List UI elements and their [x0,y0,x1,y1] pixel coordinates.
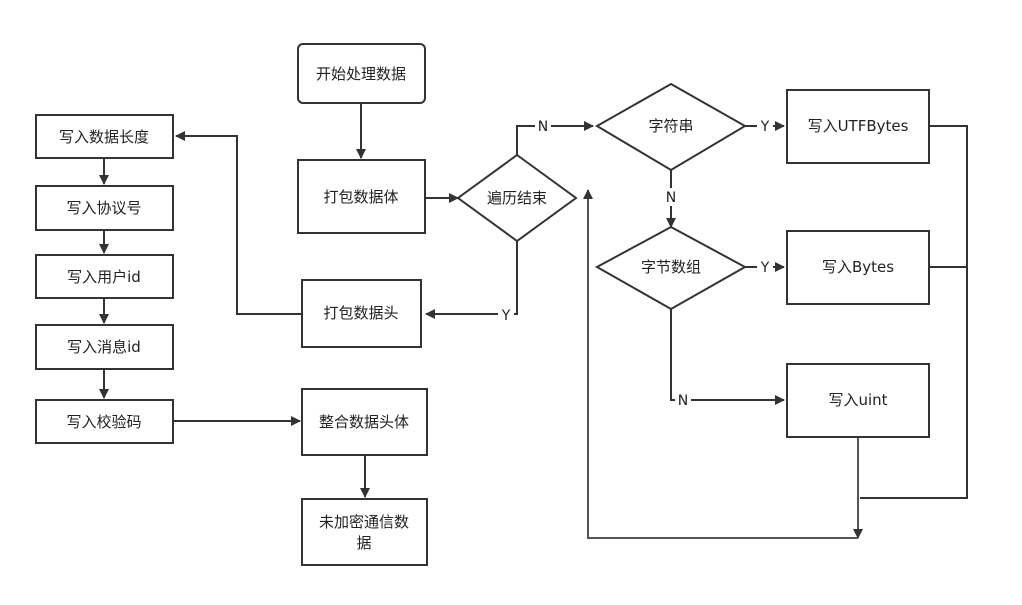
node-output: 未加密通信数 据 [301,498,428,566]
node-is-string: 字符串 [595,82,747,172]
svg-text:写入用户id: 写入用户id [67,268,141,286]
svg-text:字符串: 字符串 [648,117,693,135]
label-string-yes: Y [760,119,770,135]
node-pack-body: 打包数据体 [297,159,426,234]
edge-write-utf-to-merge [860,125,968,499]
svg-text:打包数据头: 打包数据头 [323,304,398,322]
node-loop-end: 遍历结束 [456,153,578,243]
node-write-uint: 写入uint [786,363,930,438]
svg-text:写入消息id: 写入消息id [67,338,141,356]
svg-text:写入uint: 写入uint [828,391,887,409]
label-bytes-yes: Y [760,260,770,276]
nodes: 开始处理数据 打包数据体 遍历结束 打包数据头 字符串 字节数组 [35,43,930,566]
node-pack-head: 打包数据头 [301,279,422,348]
svg-text:开始处理数据: 开始处理数据 [316,65,406,83]
edge-bytes-to-write-uint [670,309,785,405]
svg-text:写入Bytes: 写入Bytes [822,258,894,276]
node-write-utf: 写入UTFBytes [786,89,930,164]
svg-text:写入协议号: 写入协议号 [66,199,141,217]
node-write-uid: 写入用户id [35,254,174,299]
node-merge: 整合数据头体 [301,388,428,456]
label-string-no: N [666,190,676,206]
node-write-proto: 写入协议号 [35,185,174,231]
node-write-bytes: 写入Bytes [786,230,930,305]
node-start: 开始处理数据 [297,43,426,104]
svg-text:字节数组: 字节数组 [641,258,701,276]
edge-labels: N Y Y N Y N [498,117,773,409]
svg-text:遍历结束: 遍历结束 [487,189,547,207]
edge-return-to-loop [583,189,858,539]
node-write-msgid: 写入消息id [35,324,174,370]
svg-text:写入UTFBytes: 写入UTFBytes [808,117,909,135]
node-is-bytes: 字节数组 [594,225,748,311]
label-loop-no: N [538,119,548,135]
edge-loop-to-pack-head [425,241,518,319]
label-loop-yes: Y [501,308,511,324]
edge-loop-to-string [516,121,594,155]
svg-text:打包数据体: 打包数据体 [323,188,398,206]
edge-pack-head-to-write-len [175,131,302,315]
svg-text:整合数据头体: 整合数据头体 [319,413,409,431]
node-write-len: 写入数据长度 [35,114,174,159]
svg-text:写入数据长度: 写入数据长度 [59,128,149,146]
edges [99,103,968,539]
svg-text:写入校验码: 写入校验码 [66,413,141,431]
svg-text:据: 据 [356,534,371,552]
label-bytes-no: N [678,393,688,409]
svg-text:未加密通信数: 未加密通信数 [319,513,409,531]
node-write-check: 写入校验码 [35,399,174,444]
